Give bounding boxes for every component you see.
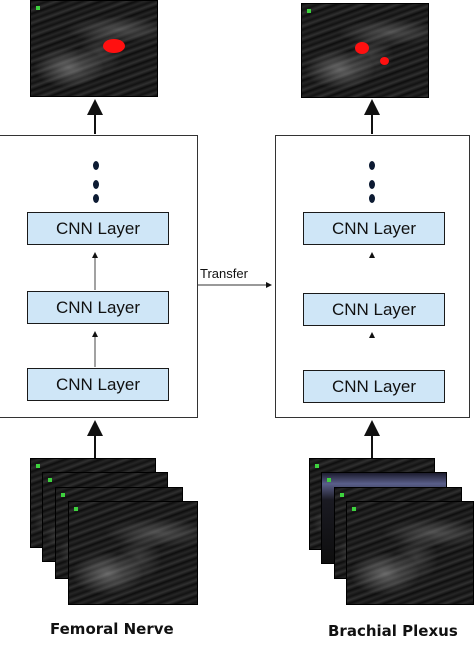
ellipsis-dot bbox=[369, 194, 375, 203]
ultrasound-marker-icon bbox=[352, 507, 356, 511]
source-network-panel: CNN Layer CNN Layer CNN Layer bbox=[0, 135, 198, 418]
ellipsis-dot bbox=[93, 194, 99, 203]
ultrasound-marker-icon bbox=[36, 6, 40, 10]
ultrasound-marker-icon bbox=[36, 464, 40, 468]
cnn-layer-box: CNN Layer bbox=[303, 370, 445, 403]
ultrasound-marker-icon bbox=[307, 9, 311, 13]
ultrasound-marker-icon bbox=[48, 478, 52, 482]
transfer-label: Transfer bbox=[200, 266, 248, 281]
layer-arrow-icon bbox=[369, 252, 375, 258]
segmentation-mask bbox=[103, 39, 125, 53]
femoral-output-image bbox=[30, 0, 158, 97]
ellipsis-dot bbox=[369, 180, 375, 189]
segmentation-mask bbox=[380, 57, 389, 65]
ultrasound-marker-icon bbox=[315, 464, 319, 468]
target-network-panel: CNN Layer CNN Layer CNN Layer bbox=[275, 135, 470, 418]
brachial-input-image bbox=[346, 501, 474, 605]
cnn-layer-box: CNN Layer bbox=[27, 291, 169, 324]
source-dataset-caption: Femoral Nerve bbox=[50, 620, 174, 638]
cnn-layer-box: CNN Layer bbox=[27, 212, 169, 245]
cnn-layer-box: CNN Layer bbox=[27, 368, 169, 401]
ultrasound-marker-icon bbox=[327, 478, 331, 482]
ultrasound-marker-icon bbox=[74, 507, 78, 511]
cnn-layer-box: CNN Layer bbox=[303, 212, 445, 245]
layer-arrow-icon bbox=[369, 332, 375, 338]
brachial-output-image bbox=[301, 3, 429, 98]
cnn-layer-box: CNN Layer bbox=[303, 293, 445, 326]
ultrasound-marker-icon bbox=[340, 493, 344, 497]
ellipsis-dot bbox=[369, 161, 375, 170]
femoral-input-image bbox=[68, 501, 198, 605]
segmentation-mask bbox=[355, 42, 369, 54]
target-dataset-caption: Brachial Plexus bbox=[328, 622, 458, 640]
ellipsis-dot bbox=[93, 180, 99, 189]
ultrasound-marker-icon bbox=[61, 493, 65, 497]
ellipsis-dot bbox=[93, 161, 99, 170]
